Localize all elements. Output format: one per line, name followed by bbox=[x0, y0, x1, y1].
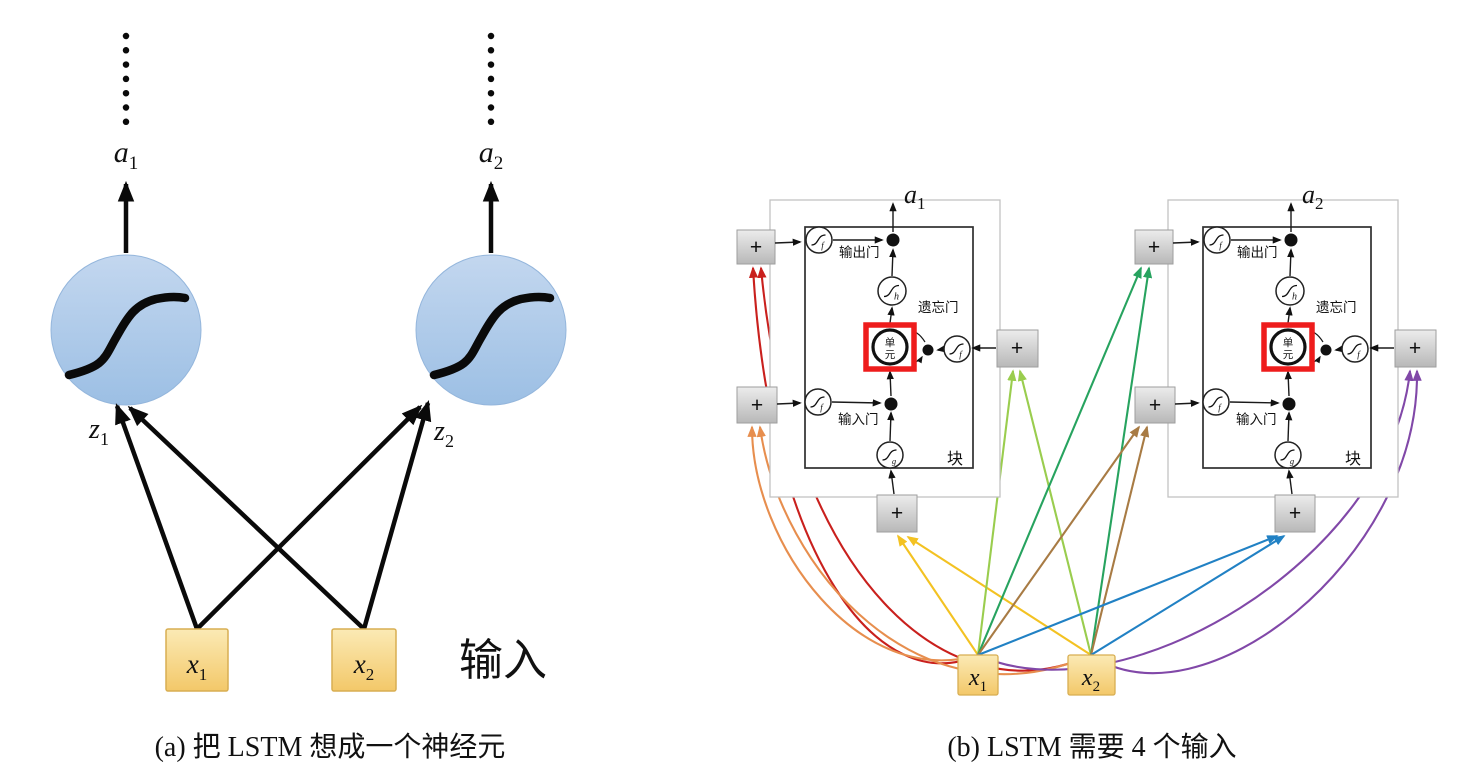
weight-arrow-lightgreen-x1 bbox=[976, 369, 1017, 656]
svg-text:x1: x1 bbox=[968, 665, 987, 695]
panel-a: a1 a2 z1 z2 x1 x2 bbox=[51, 32, 566, 763]
sum-label-z1: z1 bbox=[88, 414, 109, 449]
weight-arrow-lightgreen-x2 bbox=[1017, 369, 1093, 656]
caption-b: (b) LSTM 需要 4 个输入 bbox=[947, 731, 1236, 763]
weight-arrow-purple-x2 bbox=[1090, 369, 1422, 675]
weight-arrow-green-x2 bbox=[1089, 266, 1153, 656]
weight-arrow-blue-x1 bbox=[977, 535, 1279, 656]
input-box-x2: x2 bbox=[331, 628, 397, 692]
output-label-a2: a2 bbox=[479, 136, 504, 174]
weight-arrow-brown-x1 bbox=[977, 425, 1140, 656]
sum-label-z2: z2 bbox=[433, 416, 454, 451]
svg-text:x2: x2 bbox=[1081, 665, 1100, 695]
neuron-1 bbox=[51, 255, 201, 405]
neuron-2 bbox=[416, 255, 566, 405]
panel-b: a1 a2 x1 x2 (b) LSTM 需要 4 个输入 bbox=[737, 180, 1436, 763]
output-label-a1: a1 bbox=[114, 136, 139, 174]
svg-text:x2: x2 bbox=[353, 649, 374, 684]
caption-a: (a) 把 LSTM 想成一个神经元 bbox=[155, 731, 506, 763]
weight-arrow-blue-x2 bbox=[1090, 535, 1286, 656]
input-section-label: 输入 bbox=[459, 636, 547, 685]
weight-arrow-green-x1 bbox=[977, 266, 1142, 656]
weight-arrow-yellow-x2 bbox=[906, 536, 1092, 656]
lstm-block-1 bbox=[737, 200, 1038, 532]
weight-arrow-yellow-x1 bbox=[897, 534, 979, 656]
block-output-label-a2: a2 bbox=[1302, 180, 1324, 213]
svg-text:x1: x1 bbox=[186, 649, 207, 684]
weight-arrow-brown-x2 bbox=[1089, 425, 1150, 656]
input-box-b-x1: x1 bbox=[957, 654, 999, 696]
input-box-x1: x1 bbox=[165, 628, 229, 692]
lstm-block-2 bbox=[1135, 200, 1436, 532]
input-weight-arrows bbox=[114, 400, 432, 631]
block-output-label-a1: a1 bbox=[904, 180, 926, 213]
input-box-b-x2: x2 bbox=[1067, 654, 1116, 696]
